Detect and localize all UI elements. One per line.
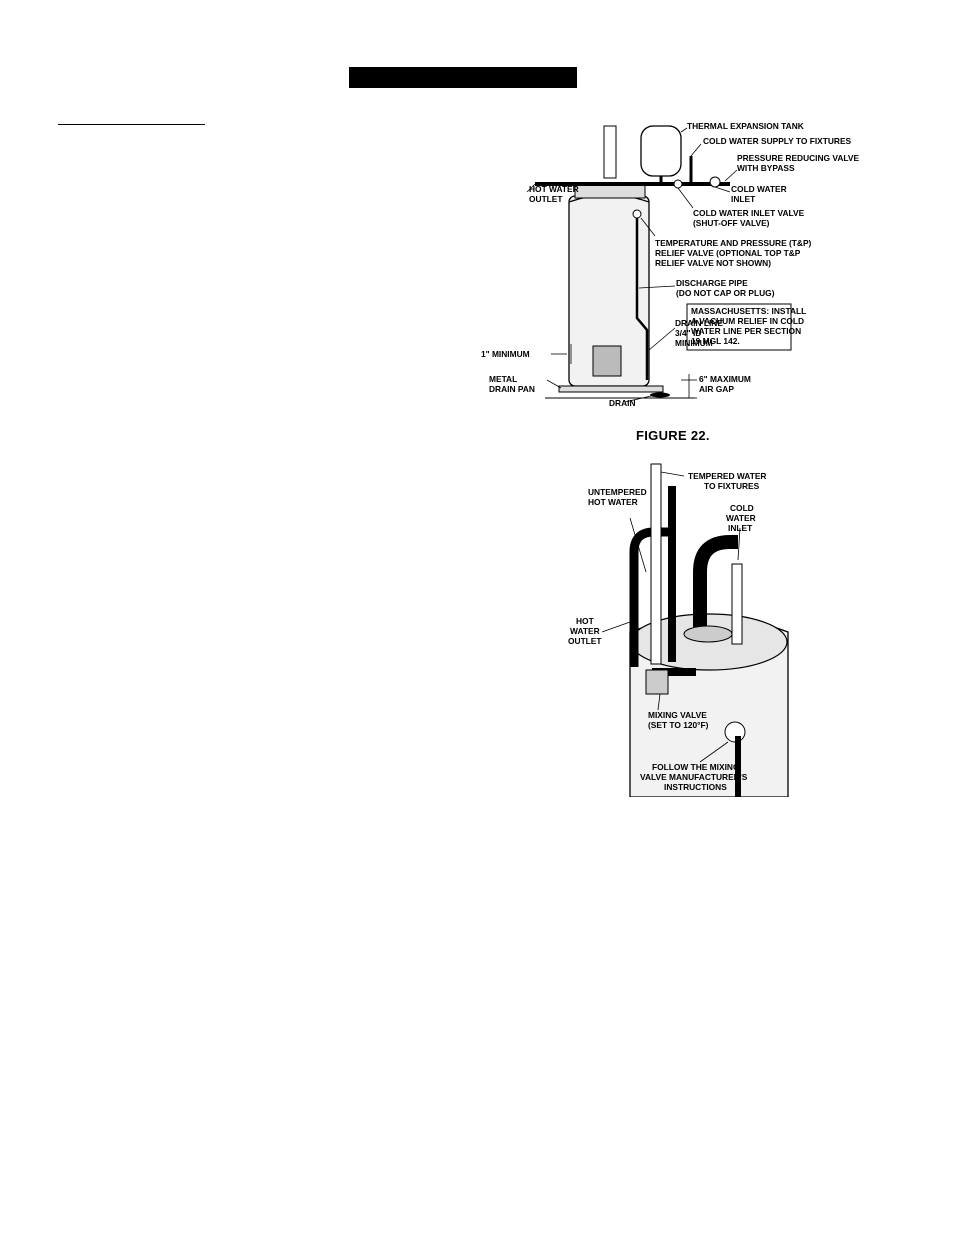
label-air-gap-1: 6" MAXIMUM: [699, 374, 751, 384]
label-untempered-2: HOT WATER: [588, 497, 638, 507]
tempered-riser: [650, 463, 662, 665]
label-cold-2: WATER: [726, 513, 756, 523]
vent-pipe: [603, 125, 617, 179]
label-drain-pan-2: DRAIN PAN: [489, 384, 535, 394]
prv-icon: [709, 176, 721, 188]
label-drain-line-3: MINIMUM: [675, 338, 713, 348]
tp-valve-icon: [632, 209, 642, 219]
label-follow-2: VALVE MANUFACTURER'S: [640, 772, 748, 782]
label-inlet-valve-2: (SHUT-OFF VALVE): [693, 218, 770, 228]
label-discharge-1: DISCHARGE PIPE: [676, 278, 748, 288]
label-hot-outlet-2: OUTLET: [529, 194, 563, 204]
label-mass-1: MASSACHUSETTS: INSTALL: [691, 306, 806, 316]
floor-drain: [650, 392, 670, 398]
label-discharge-2: (DO NOT CAP OR PLUG): [676, 288, 775, 298]
label-inlet-valve-1: COLD WATER INLET VALVE: [693, 208, 805, 218]
heater-top: [574, 183, 646, 199]
label-tp-1: TEMPERATURE AND PRESSURE (T&P): [655, 238, 812, 248]
label-expansion-tank: THERMAL EXPANSION TANK: [687, 121, 804, 131]
figure-23-diagram: TEMPERED WATER TO FIXTURES UNTEMPERED HO…: [568, 463, 789, 797]
label-hot-outlet-1: HOT WATER: [529, 184, 579, 194]
expansion-tank: [640, 125, 682, 177]
label-follow-1: FOLLOW THE MIXING: [652, 762, 739, 772]
label-mixing-2: (SET TO 120°F): [648, 720, 709, 730]
label-prv-1: PRESSURE REDUCING VALVE: [737, 153, 859, 163]
figure-22-caption: FIGURE 22.: [636, 428, 710, 443]
label-tp-3: RELIEF VALVE NOT SHOWN): [655, 258, 771, 268]
drain-pan: [558, 385, 664, 393]
flue-collar: [683, 625, 733, 643]
figure-22-diagram: THERMAL EXPANSION TANK COLD WATER SUPPLY…: [481, 121, 859, 408]
label-hot-3: OUTLET: [568, 636, 602, 646]
massachusetts-note-box: [686, 303, 792, 351]
discharge-pipe: [635, 218, 649, 380]
section-heading-rule: [58, 124, 205, 125]
label-cold-inlet-2: INLET: [731, 194, 756, 204]
label-cold-3: INLET: [728, 523, 753, 533]
label-drain-line-2: 3/4" ID: [675, 328, 701, 338]
label-drain-pan-1: METAL: [489, 374, 517, 384]
label-follow-3: INSTRUCTIONS: [664, 782, 727, 792]
mixing-valve-icon: [645, 669, 669, 695]
label-hot-2: WATER: [570, 626, 600, 636]
label-drain: DRAIN: [609, 398, 636, 408]
flue-pipe: [693, 535, 738, 637]
label-mixing-1: MIXING VALVE: [648, 710, 707, 720]
label-untempered-1: UNTEMPERED: [588, 487, 647, 497]
label-drain-line-1: DRAIN LINE: [675, 318, 723, 328]
label-cold-1: COLD: [730, 503, 754, 513]
label-mass-2: A VACUUM RELIEF IN COLD: [691, 316, 804, 326]
inlet-valve-icon: [673, 179, 683, 189]
cold-inlet-pipe: [731, 563, 743, 645]
label-prv-2: WITH BYPASS: [737, 163, 795, 173]
section-header-bar: [349, 67, 577, 88]
burner-control: [592, 345, 622, 377]
label-air-gap-2: AIR GAP: [699, 384, 734, 394]
label-tempered-2: TO FIXTURES: [704, 481, 760, 491]
label-tp-2: RELIEF VALVE (OPTIONAL TOP T&P: [655, 248, 801, 258]
label-cold-supply: COLD WATER SUPPLY TO FIXTURES: [703, 136, 852, 146]
label-cold-inlet-1: COLD WATER: [731, 184, 787, 194]
label-one-inch-min: 1" MINIMUM: [481, 349, 530, 359]
label-mass-3: WATER LINE PER SECTION: [691, 326, 801, 336]
label-mass-4: 19 MGL 142.: [691, 336, 740, 346]
label-hot-1: HOT: [576, 616, 595, 626]
label-tempered-1: TEMPERED WATER: [688, 471, 766, 481]
